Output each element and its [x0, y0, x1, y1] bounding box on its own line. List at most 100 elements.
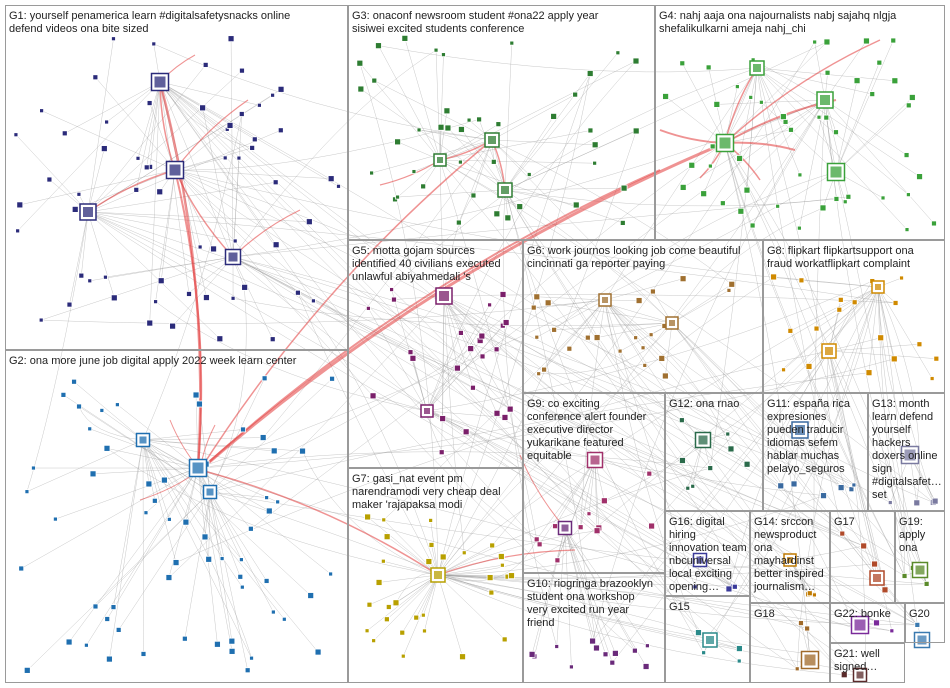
- node: [394, 138, 401, 146]
- edge: [137, 81, 161, 159]
- node: [407, 349, 414, 356]
- edge: [386, 536, 439, 576]
- edge: [426, 332, 462, 412]
- hub-node-icon: [854, 619, 866, 631]
- edge: [443, 295, 474, 388]
- group-label-g16: G16: digital: [669, 516, 725, 528]
- hub-node-icon: [825, 347, 833, 355]
- edge: [142, 437, 264, 441]
- edge: [592, 350, 830, 642]
- edge: [159, 81, 707, 639]
- edge: [232, 256, 735, 587]
- group-label-g7: maker 'rajapaksa modi: [352, 499, 462, 511]
- node: [823, 114, 830, 121]
- node: [389, 287, 394, 292]
- node: [501, 414, 509, 421]
- node: [584, 334, 591, 341]
- edge: [752, 99, 826, 226]
- node: [551, 326, 558, 333]
- edge: [87, 211, 236, 242]
- highlighted-edge: [199, 141, 726, 472]
- node: [230, 295, 236, 301]
- node: [60, 391, 67, 398]
- hub-node-icon: [424, 408, 430, 414]
- hub-node-icon: [856, 671, 864, 679]
- edge: [756, 67, 786, 122]
- edge: [118, 491, 211, 631]
- edge: [824, 40, 867, 101]
- edge: [491, 139, 732, 285]
- node: [530, 304, 537, 311]
- edge: [491, 99, 826, 546]
- node: [192, 391, 200, 399]
- node: [871, 560, 878, 568]
- edge: [437, 527, 581, 576]
- node: [869, 91, 876, 97]
- edge: [209, 491, 492, 593]
- node: [182, 518, 190, 526]
- node: [239, 67, 245, 74]
- edge: [26, 439, 144, 492]
- edge: [447, 127, 506, 191]
- edge: [106, 448, 199, 469]
- node: [737, 207, 745, 215]
- node: [328, 571, 334, 577]
- edge: [437, 73, 591, 576]
- node: [876, 59, 883, 66]
- edge: [209, 491, 248, 671]
- node: [66, 301, 73, 308]
- edge: [426, 410, 735, 587]
- node: [502, 319, 510, 326]
- group-label-g16: opening…: [669, 581, 719, 593]
- node: [385, 604, 392, 610]
- node: [709, 143, 716, 150]
- group-label-g5: unlawful abiyahmedali 's: [352, 271, 471, 283]
- node: [369, 170, 374, 176]
- edge: [481, 142, 726, 337]
- node: [901, 573, 908, 579]
- node: [770, 273, 777, 281]
- edge: [437, 564, 503, 576]
- edge: [87, 211, 245, 288]
- node: [299, 447, 306, 455]
- node: [904, 227, 910, 232]
- node: [566, 345, 573, 352]
- node: [790, 480, 798, 488]
- edge: [604, 299, 781, 486]
- edge: [107, 467, 199, 620]
- highlighted-edge: [199, 469, 439, 576]
- node: [493, 346, 500, 353]
- node: [409, 354, 417, 362]
- node: [251, 136, 258, 143]
- edge: [564, 527, 597, 649]
- edge: [262, 139, 493, 438]
- group-label-g10: very excited run year: [527, 604, 629, 616]
- highlighted-edge: [379, 159, 441, 186]
- edge: [402, 574, 439, 633]
- edge: [724, 142, 927, 584]
- edge: [703, 67, 758, 194]
- node: [428, 542, 435, 548]
- node: [314, 648, 322, 656]
- node: [443, 107, 451, 115]
- node: [853, 77, 861, 85]
- highlighted-edge: [724, 39, 881, 144]
- node: [903, 152, 910, 158]
- edge: [142, 439, 150, 484]
- node: [103, 274, 108, 280]
- node: [499, 562, 505, 568]
- node: [736, 645, 743, 652]
- group-label-g19: G19:: [899, 516, 923, 528]
- edge: [159, 81, 253, 149]
- node: [114, 402, 120, 408]
- edge: [209, 287, 247, 493]
- node: [552, 523, 558, 530]
- edge: [756, 67, 909, 195]
- edge: [437, 574, 808, 629]
- node: [327, 175, 335, 183]
- node: [444, 124, 452, 132]
- hub-node-icon: [696, 556, 704, 564]
- hub-node-icon: [719, 137, 731, 149]
- edge: [504, 189, 849, 207]
- node: [92, 74, 99, 81]
